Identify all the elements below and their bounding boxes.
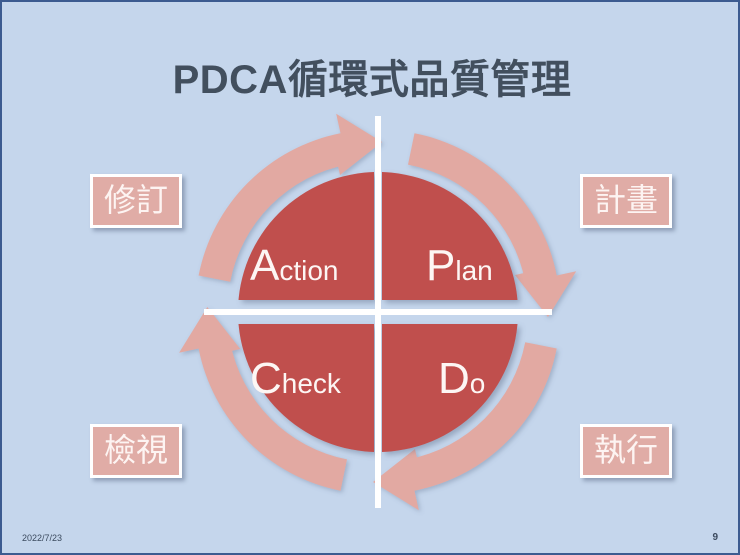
arrow-right-icon <box>408 133 577 317</box>
quadrant-label-check: Check <box>250 357 341 401</box>
quadrant-dividers <box>204 116 552 508</box>
arrow-top-icon <box>198 113 382 282</box>
quadrant-label-do: Do <box>438 357 485 401</box>
footer-page-number: 9 <box>712 532 718 543</box>
quadrant-plan[interactable] <box>238 172 518 452</box>
callout-revise: 修訂 <box>90 174 183 228</box>
quadrant-label-plan-cap: P <box>426 241 456 290</box>
pdca-cycle-diagram: Action Plan Check Do <box>179 113 577 511</box>
page-title: PDCA循環式品質管理 <box>172 58 572 102</box>
arrow-bottom-icon <box>373 342 557 511</box>
quadrant-check[interactable] <box>238 172 518 452</box>
quadrant-label-action-rest: ction <box>279 255 339 286</box>
quadrant-label-plan-rest: lan <box>455 255 493 286</box>
arrow-left-icon <box>179 307 347 491</box>
quadrant-label-plan: Plan <box>426 244 493 288</box>
quadrant-label-action: Action <box>250 244 339 288</box>
callout-check: 檢視 <box>90 424 183 478</box>
quadrant-label-check-cap: C <box>250 354 282 403</box>
quadrant-label-action-cap: A <box>250 241 280 290</box>
pdca-disk <box>238 172 518 452</box>
quadrant-label-check-rest: heck <box>281 368 341 399</box>
quadrant-label-do-cap: D <box>438 354 470 403</box>
cycle-arrow-ring <box>179 113 577 511</box>
footer-date: 2022/7/23 <box>22 533 63 543</box>
callout-execute: 執行 <box>580 424 673 478</box>
callout-plan: 計畫 <box>580 174 673 228</box>
quadrant-label-do-rest: o <box>469 368 486 399</box>
quadrant-do[interactable] <box>238 172 518 452</box>
quadrant-action[interactable] <box>238 172 518 452</box>
